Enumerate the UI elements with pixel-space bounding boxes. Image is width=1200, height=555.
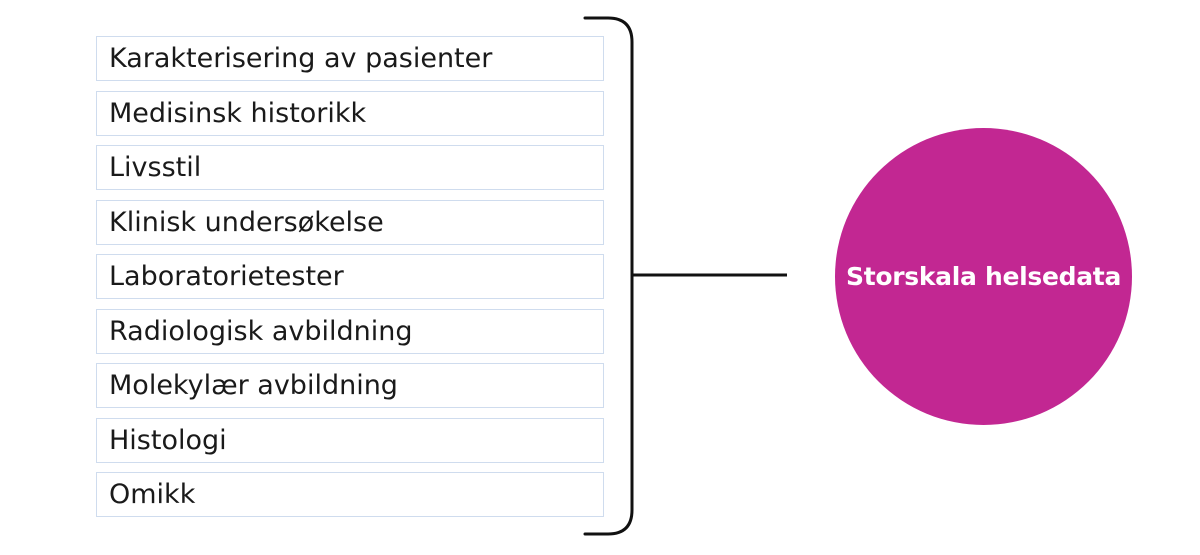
list-item-histology: Histologi [96, 417, 604, 463]
list-item-medical-history: Medisinsk historikk [96, 90, 604, 136]
curly-bracket [583, 16, 634, 536]
large-scale-health-data-circle: Storskala helsedata [835, 128, 1132, 425]
list-item-clinical-exam: Klinisk undersøkelse [96, 199, 604, 245]
list-item-omics: Omikk [96, 472, 604, 517]
list-item-characterization: Karakterisering av pasienter [96, 36, 604, 81]
list-item-molecular-imaging: Molekylær avbildning [96, 363, 604, 408]
target-label: Storskala helsedata [845, 262, 1122, 291]
data-source-list: Karakterisering av pasienter Medisinsk h… [96, 36, 604, 527]
list-item-lab-tests: Laboratorietester [96, 254, 604, 299]
list-item-lifestyle: Livsstil [96, 145, 604, 190]
list-item-radiology: Radiologisk avbildning [96, 308, 604, 354]
